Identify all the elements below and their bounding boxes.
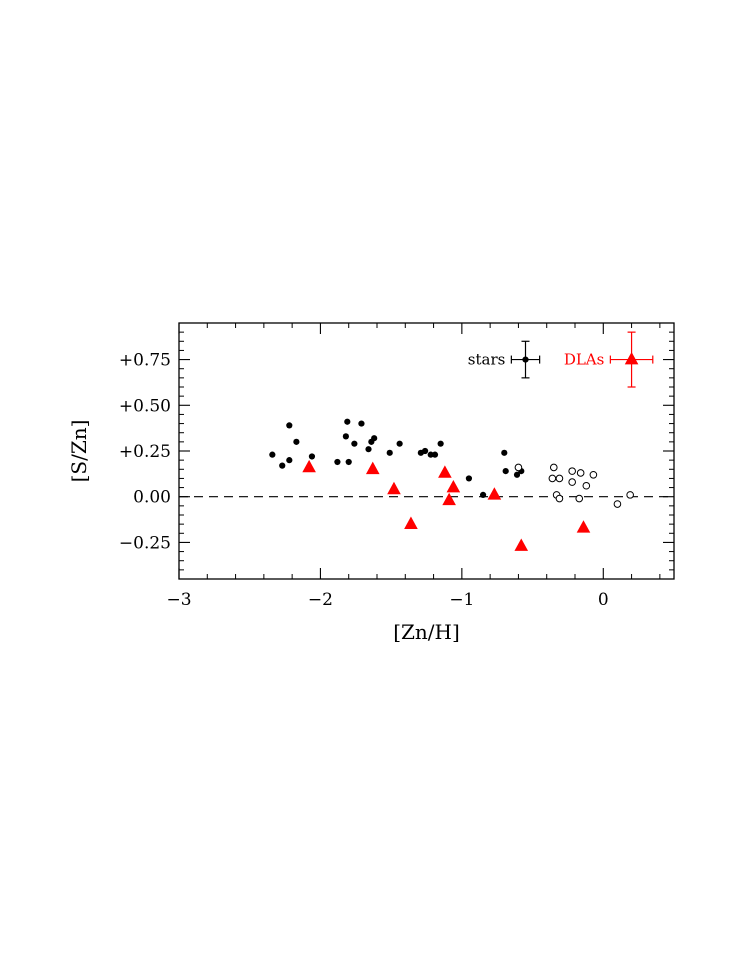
star-point: [342, 433, 349, 440]
axes: −3 −2 −1 0 −0.25 0.00 +0.25 +0.50 +0.75: [119, 322, 675, 610]
star-point: [437, 440, 444, 447]
star-point: [501, 449, 508, 456]
dla-point: [487, 487, 502, 500]
y-tick-label: +0.75: [119, 351, 171, 371]
star-point-open: [549, 463, 558, 472]
star-point-open: [548, 474, 557, 483]
y-axis-title: [S/Zn]: [67, 420, 91, 483]
star-point: [286, 422, 293, 429]
dla-point: [442, 492, 456, 506]
star-point: [308, 453, 316, 460]
star-point-open: [575, 494, 584, 503]
y-tick-label: +0.25: [119, 442, 171, 462]
legend-marker-stars: [522, 356, 529, 363]
dla-point: [387, 481, 401, 495]
legend-label: stars: [468, 351, 506, 369]
x-tick-label: −1: [449, 590, 474, 610]
star-point: [351, 440, 358, 447]
star-point: [293, 438, 300, 445]
star-point: [427, 451, 434, 458]
star-point: [513, 471, 521, 478]
star-point: [431, 451, 439, 458]
x-axis-title: [Zn/H]: [393, 620, 460, 644]
star-point-open: [613, 500, 622, 508]
y-tick-label: −0.25: [119, 533, 171, 553]
star-point: [269, 451, 276, 458]
star-point: [479, 491, 487, 498]
star-point: [358, 420, 365, 427]
star-point-open: [576, 469, 585, 477]
star-point: [421, 447, 429, 455]
legend-marker-dlas: [624, 351, 639, 365]
star-point-open: [514, 463, 523, 472]
plot-area: stars DLAs: [179, 331, 674, 551]
y-tick-label: 0.00: [133, 488, 171, 508]
star-point: [286, 457, 293, 464]
star-point: [345, 458, 352, 466]
legend-label: DLAs: [564, 351, 605, 369]
dla-point: [365, 461, 380, 475]
star-point-open: [568, 478, 576, 486]
x-tick-label: −2: [308, 590, 333, 610]
star-point: [371, 435, 378, 442]
x-tick-label: 0: [598, 590, 609, 610]
star-point: [365, 446, 372, 453]
star-point-open: [555, 474, 564, 483]
star-point: [502, 468, 509, 475]
star-point-open: [582, 481, 591, 490]
star-point: [334, 458, 341, 466]
star-point: [465, 475, 473, 482]
dla-point: [514, 538, 529, 551]
dla-point: [302, 459, 316, 473]
star-point-open: [626, 491, 634, 499]
star-point: [396, 440, 403, 447]
dla-point: [446, 479, 461, 493]
dla-point: [404, 516, 418, 529]
star-point: [279, 462, 286, 469]
y-tick-label: +0.50: [119, 396, 171, 416]
x-tick-label: −3: [166, 590, 191, 610]
dla-point: [438, 465, 452, 478]
star-point: [386, 449, 393, 456]
star-point-open: [568, 467, 576, 475]
star-point: [344, 418, 351, 425]
dla-point: [576, 520, 591, 533]
star-point-open: [555, 494, 564, 503]
star-point-open: [589, 470, 598, 479]
